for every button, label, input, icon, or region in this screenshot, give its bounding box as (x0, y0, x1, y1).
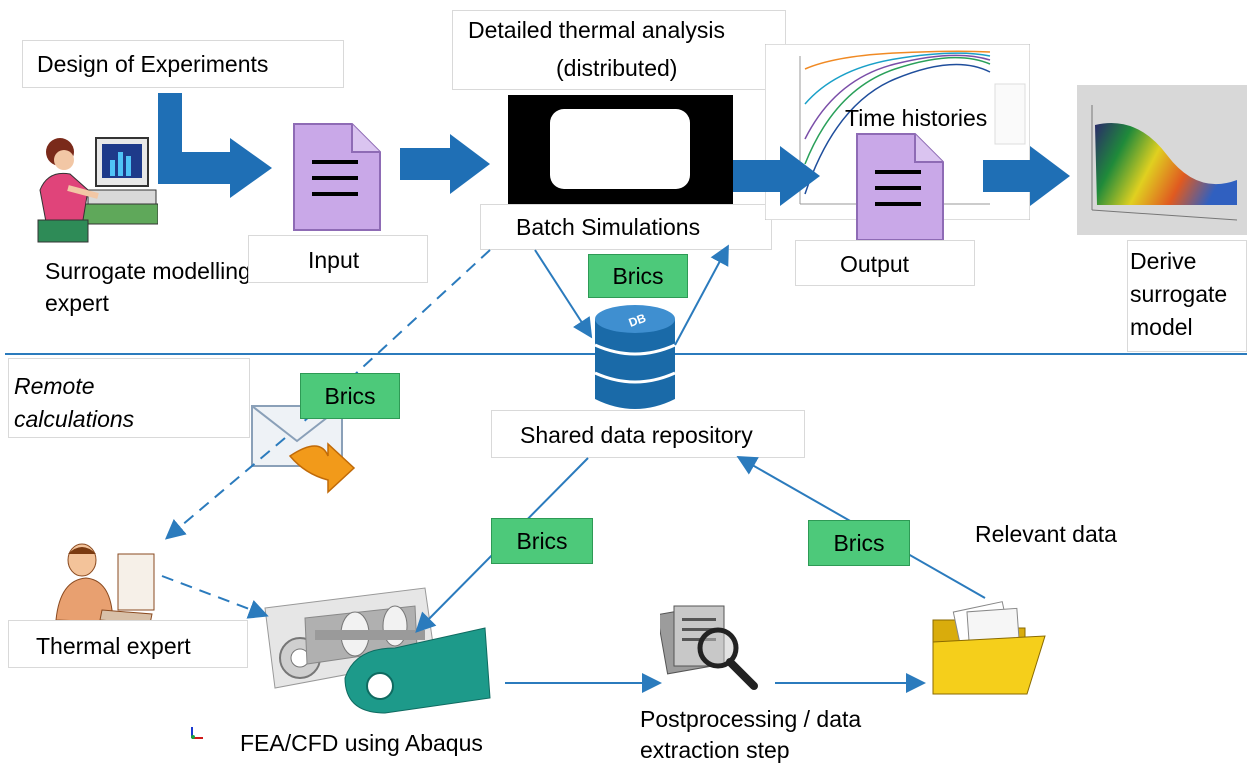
database-icon: DB (594, 305, 676, 409)
postprocessing-line1: Postprocessing / data (640, 706, 862, 732)
fea-model-icon (264, 587, 491, 714)
derive-surrogate-box (1127, 240, 1247, 352)
brics-tag-folder-repository: Brics (808, 520, 910, 566)
input-label: Input (308, 247, 360, 273)
db-label: DB (627, 311, 648, 330)
derive-line2: surrogate (1130, 281, 1228, 307)
output-document-icon (856, 133, 944, 241)
fea-label: FEA/CFD using Abaqus (240, 730, 483, 756)
design-of-experiments-label: Design of Experiments (37, 51, 269, 77)
monitor-icon (508, 95, 733, 205)
block-arrow-output-to-derive (983, 146, 1070, 206)
block-arrow-input-to-batch (400, 134, 490, 194)
input-box (248, 235, 428, 283)
remote-line2: calculations (14, 406, 135, 432)
email-icon (251, 405, 356, 494)
postprocessing-line2: extraction step (640, 737, 790, 763)
folder-icon (932, 601, 1046, 695)
magnifier-documents-icon (660, 605, 758, 690)
thermal-expert-box (8, 620, 248, 668)
axis-triad-icon (190, 726, 204, 740)
derive-line3: model (1130, 314, 1193, 340)
brics-tag-repository-fea: Brics (491, 518, 593, 564)
arrow-batch-to-db (534, 249, 593, 339)
arrow-db-to-batch (674, 244, 729, 346)
remote-calculations-box (8, 358, 250, 438)
batch-simulations-box (480, 204, 772, 250)
block-arrow-batch-to-output (733, 146, 820, 206)
output-box (795, 240, 975, 286)
detailed-analysis-line1: Detailed thermal analysis (468, 17, 725, 43)
thermal-expert-icon (55, 543, 155, 625)
computer-user-icon (37, 137, 158, 243)
document-icon (293, 123, 381, 231)
brics-tag-batch-db: Brics (588, 254, 688, 298)
design-of-experiments-box (22, 40, 344, 88)
brics-tag-remote: Brics (300, 373, 400, 419)
surrogate-expert-line2: expert (45, 290, 109, 316)
time-histories-label: Time histories (845, 105, 988, 131)
surface-plot-thumbnail (1077, 85, 1247, 235)
output-label: Output (840, 251, 910, 277)
batch-simulations-label: Batch Simulations (516, 214, 701, 240)
shared-repository-label: Shared data repository (520, 422, 753, 448)
shared-repository-box (491, 410, 805, 458)
detailed-analysis-line2: (distributed) (556, 55, 678, 81)
dashed-batch-to-email (299, 249, 491, 426)
dashed-thermal-to-fea (161, 575, 269, 619)
remote-line1: Remote (14, 373, 95, 399)
dashed-email-to-thermal (164, 437, 286, 540)
thermal-expert-label: Thermal expert (36, 633, 191, 659)
surrogate-expert-line1: Surrogate modelling (45, 258, 251, 284)
derive-line1: Derive (1130, 248, 1197, 274)
block-arrow-design-to-input (158, 93, 272, 198)
relevant-data-label: Relevant data (975, 521, 1117, 547)
